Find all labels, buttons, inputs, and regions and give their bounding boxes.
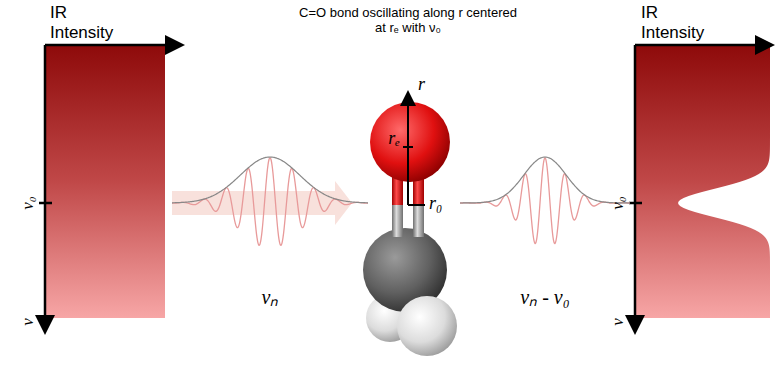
equilibrium-tick bbox=[403, 146, 413, 148]
carrier-wave bbox=[460, 158, 630, 244]
intensity-axis bbox=[635, 44, 770, 47]
absorption-dip bbox=[678, 120, 771, 286]
hydrogen-atom bbox=[397, 296, 457, 356]
axis-label: ν bbox=[608, 318, 628, 326]
oxygen-atom bbox=[370, 102, 450, 182]
axis-tick-label: ν₀ bbox=[18, 196, 38, 209]
axis-tick bbox=[629, 202, 642, 205]
bond bbox=[392, 205, 403, 237]
axis-label: ν bbox=[18, 318, 38, 326]
diagram-caption: C=O bond oscillating along r centered at… bbox=[299, 6, 517, 36]
frequency-label: νₙ bbox=[262, 286, 279, 309]
frequency-axis bbox=[44, 45, 47, 330]
bond-axis bbox=[407, 94, 409, 205]
ir-spectrum-band bbox=[635, 45, 770, 318]
axis-label: rₑ bbox=[388, 128, 400, 149]
ir-spectrum-band bbox=[45, 45, 165, 318]
axis-title: IR Intensity bbox=[50, 3, 130, 42]
frequency-axis bbox=[634, 45, 637, 330]
frequency-label: νₙ - ν₀ bbox=[520, 286, 569, 309]
bond bbox=[413, 205, 424, 237]
axis-label: r bbox=[418, 74, 425, 95]
wave-envelope bbox=[460, 157, 630, 203]
axis-tick-label: ν₀ bbox=[608, 196, 628, 209]
origin-line bbox=[408, 204, 425, 206]
carrier-wave bbox=[172, 158, 368, 246]
wave-envelope bbox=[172, 157, 368, 203]
intensity-axis bbox=[45, 44, 180, 47]
axis-tick bbox=[39, 202, 52, 205]
axis-title: IR Intensity bbox=[641, 3, 721, 42]
axis-label: r₀ bbox=[429, 193, 442, 214]
